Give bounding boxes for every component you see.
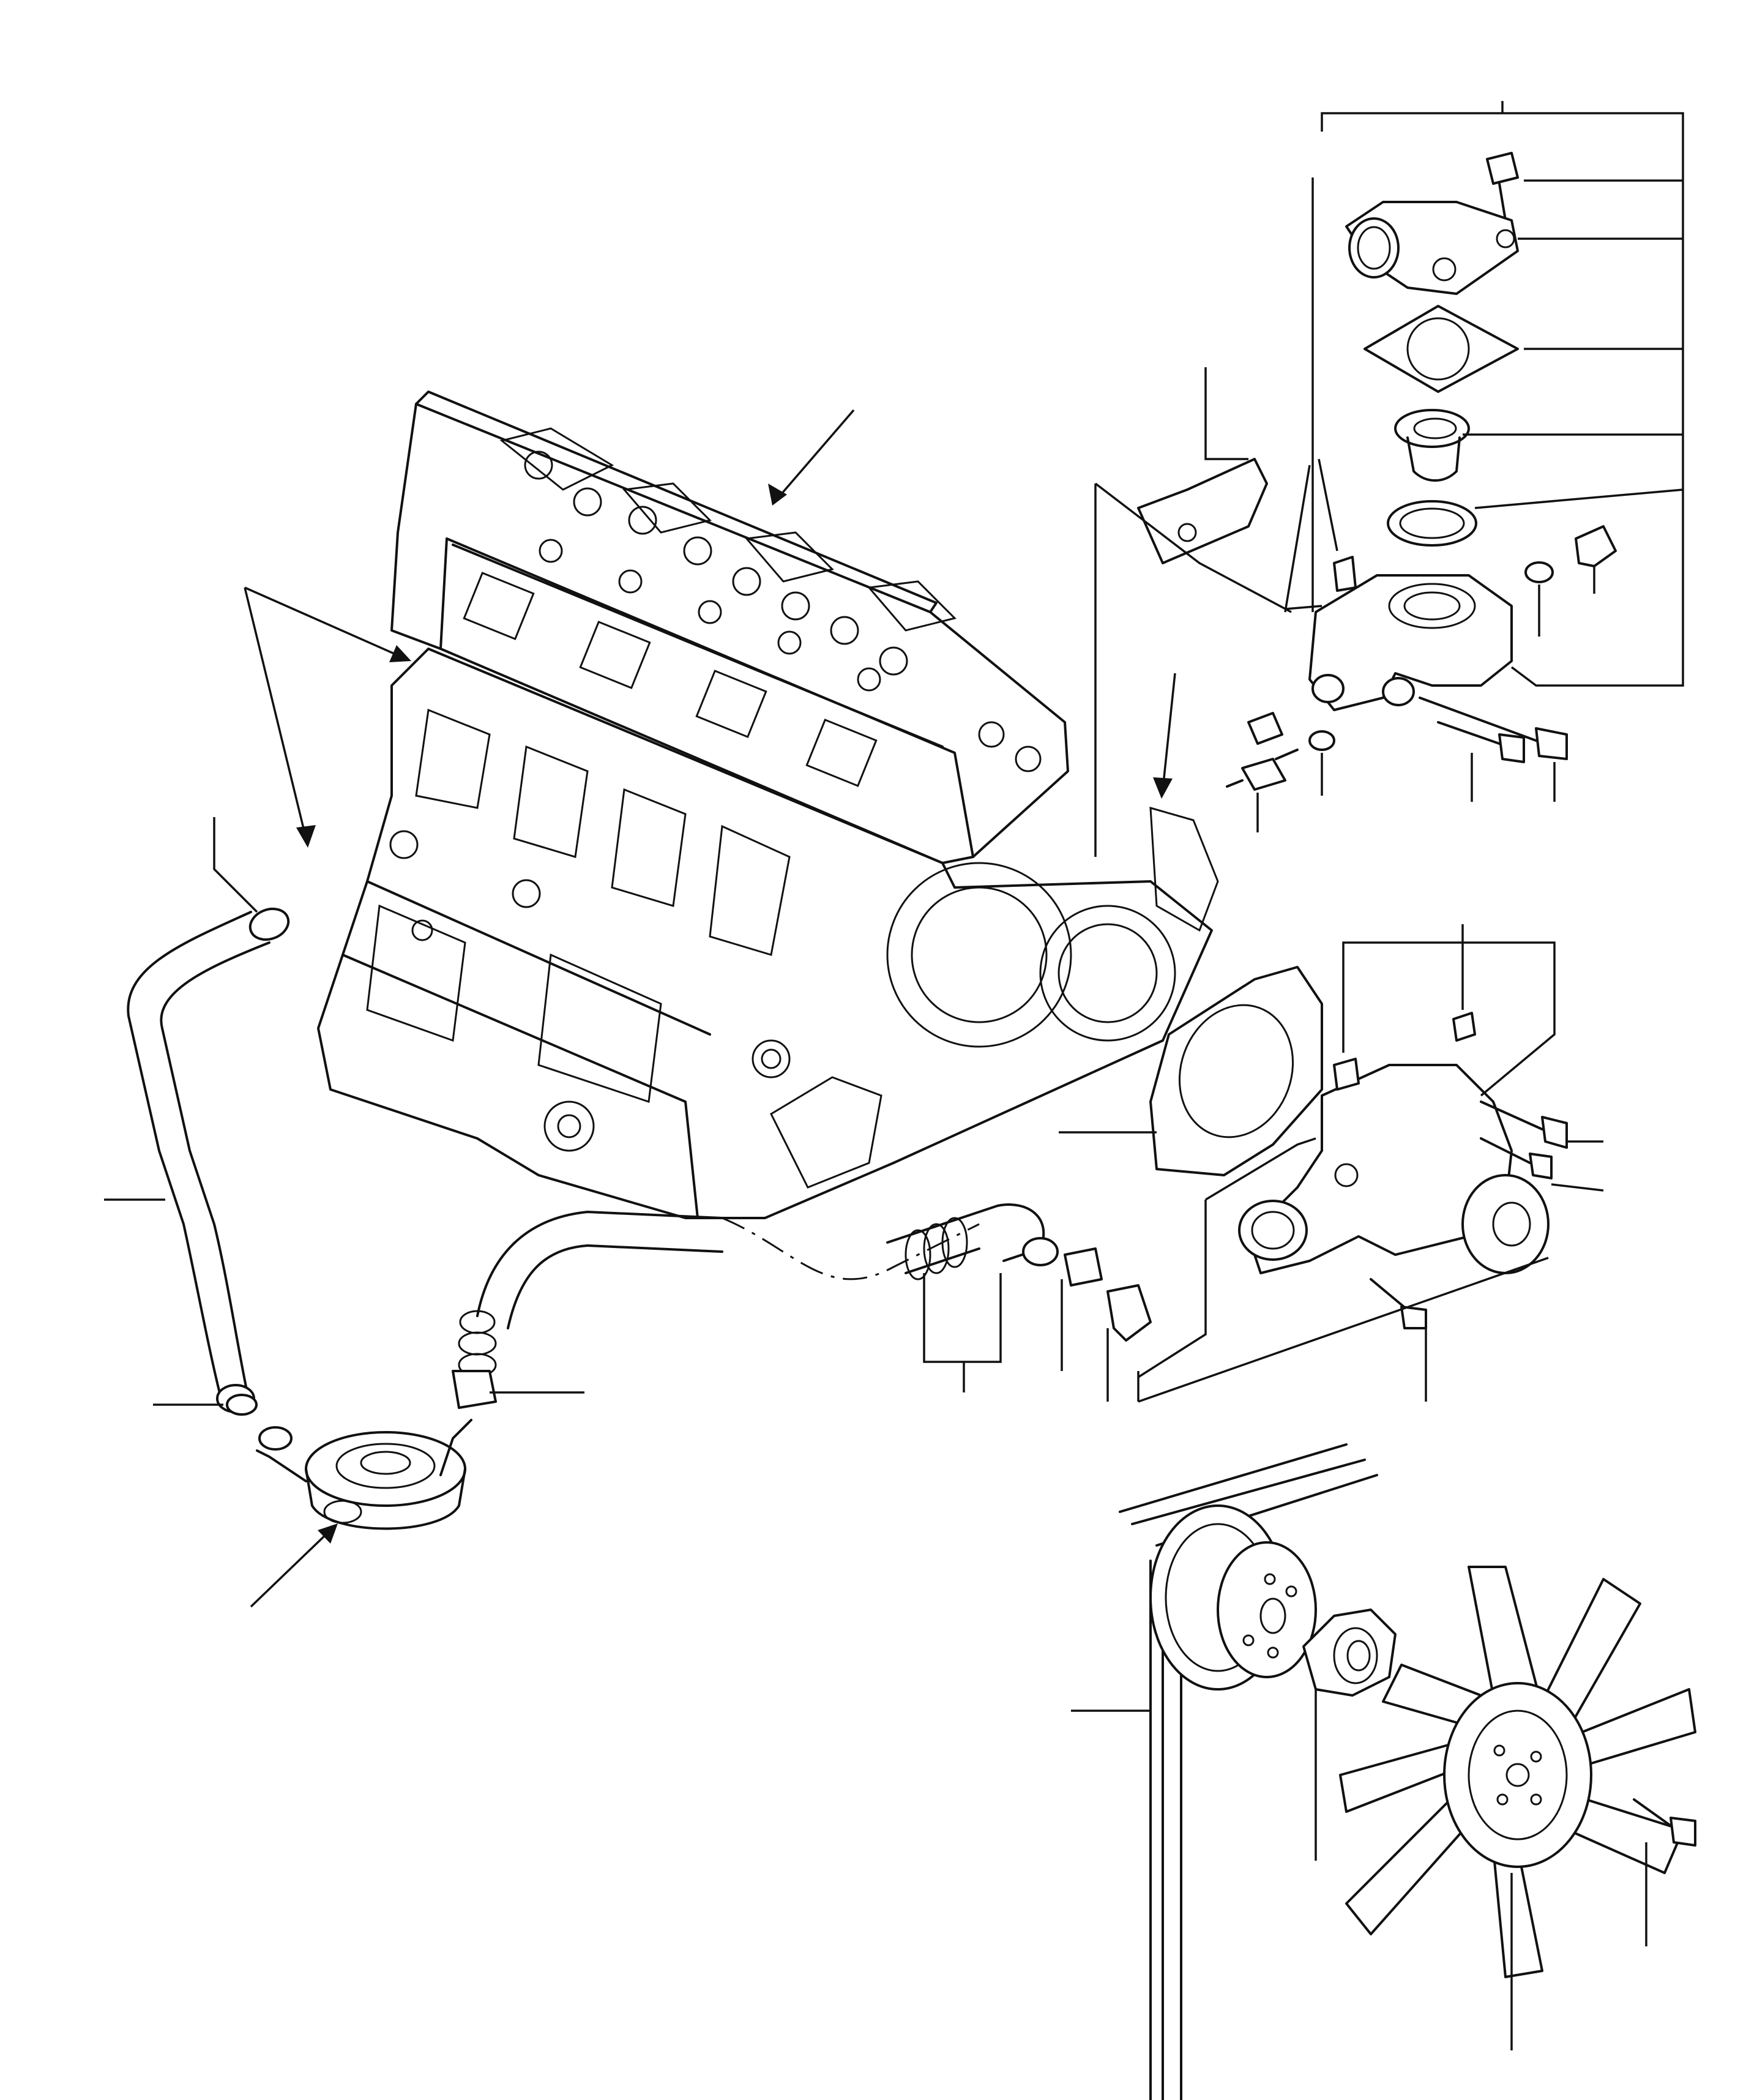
lower-leaders [104, 817, 1549, 1406]
oil-cooler [226, 1394, 472, 1530]
cylinder-block [317, 648, 1219, 1219]
leader-lines [244, 409, 1176, 1608]
water-pump [1059, 924, 1604, 1402]
thermostat-gasket [1363, 305, 1519, 393]
fan-pulley [1149, 1504, 1317, 1691]
thermostat-cover [1345, 201, 1519, 295]
thermostat [1394, 409, 1470, 482]
temperature-sender [1226, 749, 1299, 791]
cylinder-head [390, 390, 1069, 864]
fan-leaders [1071, 1689, 1647, 2050]
fan-bolt-icon [1633, 1798, 1696, 1847]
thermostat-housing [1308, 574, 1513, 711]
thermostat-seal-ring [1387, 500, 1477, 547]
water-pump-gasket [1149, 966, 1323, 1176]
bolt-icon [1486, 152, 1519, 222]
cooling-fan [1339, 1566, 1696, 1978]
thermostat-assembly [1094, 101, 1684, 857]
fan-spacer [1302, 1609, 1397, 1697]
